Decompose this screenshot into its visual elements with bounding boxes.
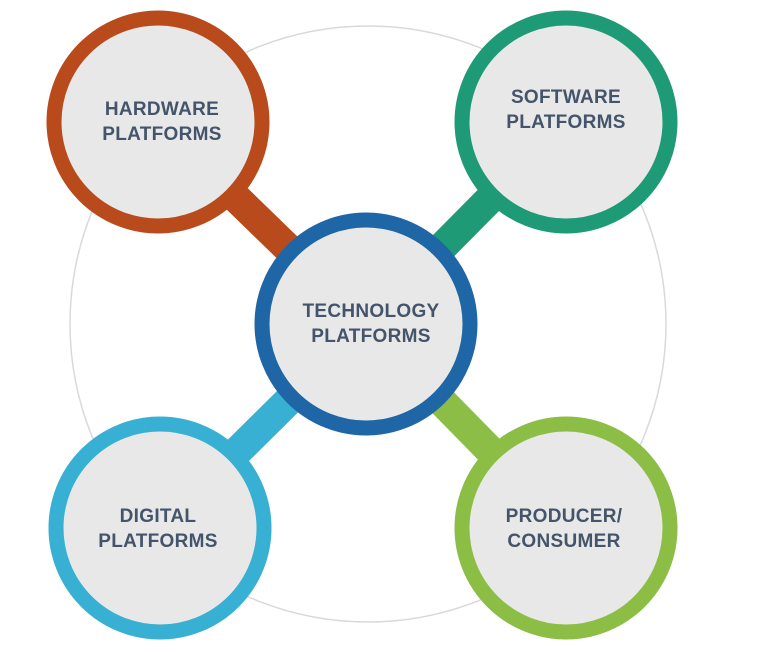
node-producer-consumer <box>454 416 678 640</box>
node-software-platforms <box>454 10 678 234</box>
background-ring <box>69 25 667 623</box>
node-hardware-platforms <box>46 10 270 234</box>
node-technology-platforms <box>254 212 478 436</box>
node-digital-platforms <box>48 416 272 640</box>
